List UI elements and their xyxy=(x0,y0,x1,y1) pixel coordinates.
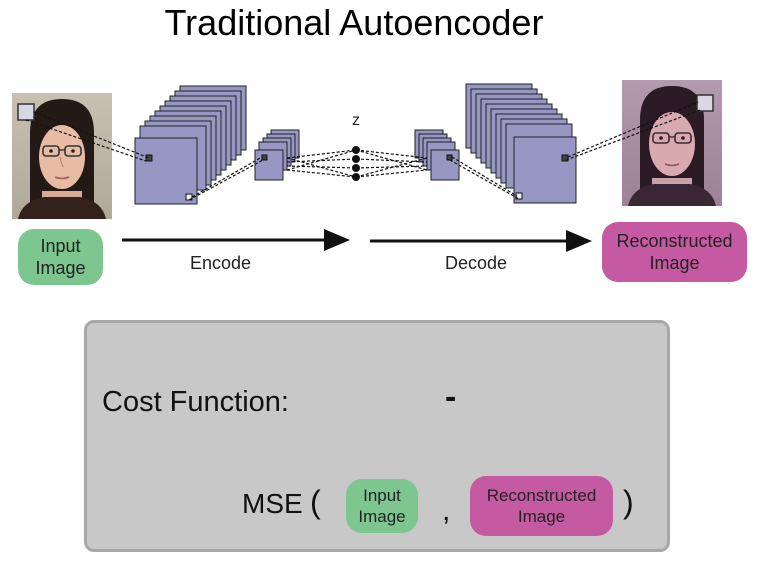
mse-reconstructed-image-badge: Reconstructed Image xyxy=(470,476,613,536)
input-patch-marker xyxy=(17,103,35,121)
reconstructed-image-badge: Reconstructed Image xyxy=(602,222,747,282)
input-image-badge: Input Image xyxy=(18,229,103,285)
kernel-marker xyxy=(261,154,268,161)
minus-sign: - xyxy=(445,378,457,416)
diagram-title: Traditional Autoencoder xyxy=(164,2,544,43)
comma: , xyxy=(442,494,451,527)
mse-label: MSE xyxy=(242,488,303,519)
encode-label: Encode xyxy=(190,253,252,273)
mse-input-image-badge: Input Image xyxy=(346,479,418,533)
decode-arrow xyxy=(370,230,592,252)
latent-z-nodes xyxy=(352,146,360,181)
open-paren: ( xyxy=(310,484,321,520)
dashed-connections xyxy=(25,101,701,201)
kernel-marker xyxy=(446,154,453,161)
close-paren: ) xyxy=(623,484,634,520)
kernel-marker xyxy=(515,192,523,200)
decode-label: Decode xyxy=(445,253,508,273)
encoder-small-stack xyxy=(254,129,300,181)
cost-function-title: Cost Function: xyxy=(102,386,289,418)
latent-z-label: z xyxy=(352,112,360,129)
encode-arrow xyxy=(122,229,350,251)
decoder-large-stack xyxy=(465,83,577,204)
kernel-marker xyxy=(561,154,569,162)
kernel-marker xyxy=(145,154,153,162)
output-patch-marker xyxy=(696,94,714,112)
encoder-large-stack xyxy=(134,85,247,205)
